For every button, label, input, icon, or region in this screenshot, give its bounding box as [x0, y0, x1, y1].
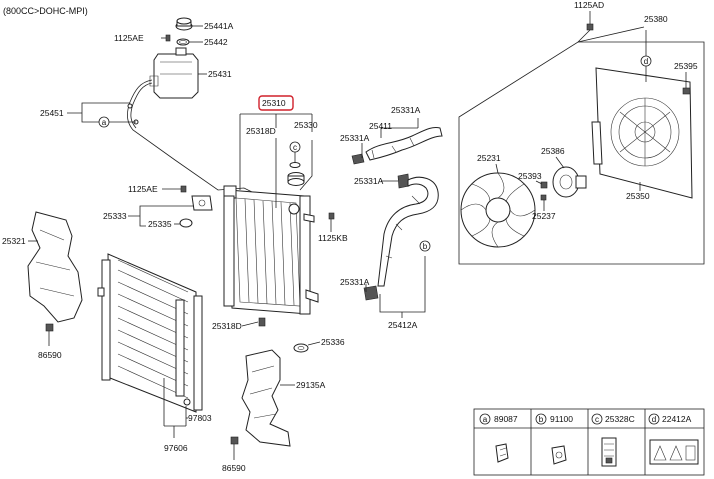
label-25451: 25451 — [40, 108, 64, 118]
drain-plug[interactable] — [258, 317, 266, 327]
label-25318D-bot: 25318D — [212, 321, 242, 331]
callout-d-label: d — [644, 57, 648, 66]
air-guard-left[interactable] — [27, 211, 83, 323]
mount-bracket[interactable] — [191, 195, 213, 211]
lower-hose[interactable] — [377, 176, 439, 287]
mount-insulator-lower[interactable] — [293, 343, 309, 353]
label-25380: 25380 — [644, 14, 668, 24]
legend-table — [473, 408, 705, 476]
label-25331A-2: 25331A — [391, 105, 421, 115]
label-25335: 25335 — [148, 219, 172, 229]
label-25431: 25431 — [208, 69, 232, 79]
condenser[interactable] — [97, 253, 203, 413]
upper-hose[interactable] — [365, 127, 443, 161]
label-86590-left: 86590 — [38, 350, 62, 360]
bolt-1125ae-top[interactable] — [161, 34, 171, 42]
engine-spec-label: (800CC>DOHC-MPI) — [3, 6, 88, 16]
label-1125AE-mid: 1125AE — [128, 184, 158, 194]
overflow-hose[interactable] — [127, 79, 272, 207]
hose-clamp-lower[interactable] — [363, 285, 379, 301]
legend-part-c: 25328C — [605, 414, 635, 424]
label-25395: 25395 — [674, 61, 698, 71]
fan-nut[interactable] — [540, 181, 548, 189]
legend-letter-d: d — [652, 415, 656, 424]
clamp-icon-b — [551, 445, 567, 465]
legend-cell-c[interactable]: c 25328C — [591, 413, 635, 467]
label-25231: 25231 — [477, 153, 501, 163]
highlight-25310 — [258, 95, 294, 111]
fan-connector[interactable] — [682, 87, 691, 95]
label-25336: 25336 — [321, 337, 345, 347]
receiver-drier[interactable] — [175, 299, 185, 397]
legend-letter-b: b — [539, 415, 544, 424]
label-sticker-icon — [601, 437, 617, 467]
label-25331A-1: 25331A — [340, 133, 370, 143]
fan-clip[interactable] — [540, 194, 547, 201]
callout-b-label: b — [423, 242, 428, 251]
reservoir-tank[interactable] — [149, 47, 199, 99]
label-25331A-3: 25331A — [354, 176, 384, 186]
fan-motor[interactable] — [552, 166, 587, 198]
label-25412A: 25412A — [388, 320, 418, 330]
bolt-1125ad[interactable] — [586, 11, 594, 31]
label-1125AD: 1125AD — [574, 0, 604, 10]
legend-letter-c: c — [595, 415, 599, 424]
hose-clamp-upper-2[interactable] — [397, 173, 410, 189]
callout-a-label: a — [102, 118, 107, 127]
radiator-cap[interactable] — [287, 172, 305, 186]
radiator[interactable] — [223, 185, 319, 315]
legend-part-a: 89087 — [494, 414, 518, 424]
legend-letter-a: a — [483, 415, 488, 424]
label-1125KB: 1125KB — [318, 233, 348, 243]
legend-part-b: 91100 — [550, 414, 573, 424]
label-25310[interactable]: 25310 — [262, 98, 286, 108]
label-25333: 25333 — [103, 211, 127, 221]
label-25321: 25321 — [2, 236, 26, 246]
legend-cell-d[interactable]: d 22412A — [648, 413, 699, 465]
cap-gasket[interactable] — [289, 162, 301, 168]
label-25441A: 25441A — [204, 21, 234, 31]
label-25411: 25411 — [369, 121, 392, 131]
reservoir-cap[interactable] — [175, 17, 193, 31]
air-guard-lower[interactable] — [241, 349, 291, 447]
mount-insulator-upper[interactable] — [179, 218, 193, 228]
cap-seal-ring[interactable] — [176, 38, 190, 46]
bolt-1125ae-mid[interactable] — [162, 185, 187, 193]
label-25318D-top: 25318D — [246, 126, 276, 136]
hose-clamp-upper-1[interactable] — [351, 153, 365, 165]
fan-shroud[interactable] — [591, 67, 693, 199]
callout-c-label: c — [293, 143, 297, 152]
clamp-icon-a — [495, 443, 509, 463]
label-29135A: 29135A — [296, 380, 326, 390]
label-25393: 25393 — [518, 171, 542, 181]
legend-cell-a[interactable]: a 89087 — [479, 413, 518, 463]
grommet-97803[interactable] — [183, 398, 191, 406]
screw-86590-left[interactable] — [45, 323, 54, 346]
label-25237: 25237 — [532, 211, 556, 221]
label-25386: 25386 — [541, 146, 565, 156]
label-86590-bottom: 86590 — [222, 463, 246, 473]
screw-86590-bottom[interactable] — [230, 436, 239, 460]
bolt-1125kb[interactable] — [328, 212, 335, 228]
label-1125AE-top: 1125AE — [114, 33, 144, 43]
legend-cell-b[interactable]: b 91100 — [535, 413, 573, 465]
label-25330: 25330 — [294, 120, 318, 130]
label-25442: 25442 — [204, 37, 228, 47]
label-97606: 97606 — [164, 443, 188, 453]
label-25350: 25350 — [626, 191, 650, 201]
label-25331A-4: 25331A — [340, 277, 370, 287]
label-97803: 97803 — [188, 413, 212, 423]
cooling-fan[interactable] — [460, 172, 536, 248]
legend-part-d: 22412A — [662, 414, 692, 424]
